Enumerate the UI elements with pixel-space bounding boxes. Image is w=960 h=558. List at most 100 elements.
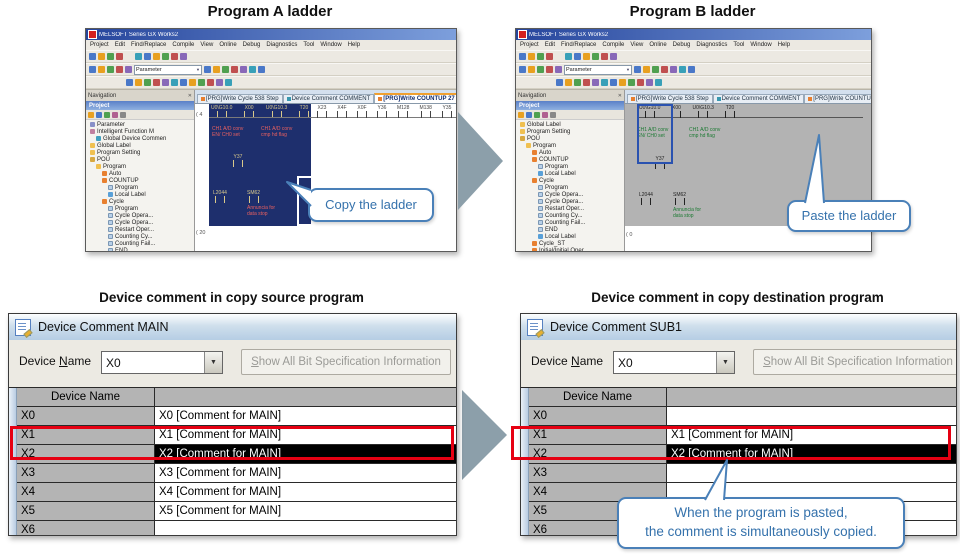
toolbar-icon[interactable]: [171, 79, 178, 86]
toolbar-icon[interactable]: [240, 66, 247, 73]
tree-item[interactable]: Restart Oper...: [518, 205, 624, 212]
toolbar-icon[interactable]: [180, 53, 187, 60]
comment-column-header[interactable]: [667, 388, 956, 406]
menu-item[interactable]: Tool: [733, 42, 745, 48]
toolbar-icon[interactable]: [258, 66, 265, 73]
close-icon[interactable]: ✕: [187, 92, 192, 99]
tree-item[interactable]: Program: [88, 163, 194, 170]
toolbar-icon[interactable]: [189, 79, 196, 86]
comment-cell[interactable]: X1 [Comment for MAIN]: [155, 426, 456, 444]
tree-item[interactable]: END: [88, 247, 194, 251]
device-name-combobox[interactable]: X0 ▼: [613, 351, 735, 374]
toolbar-icon[interactable]: [556, 79, 563, 86]
ladder-contact[interactable]: M138: [419, 105, 432, 118]
toolbar-icon[interactable]: [583, 53, 590, 60]
toolbar-icon[interactable]: [171, 53, 178, 60]
toolbar-icon[interactable]: [619, 79, 626, 86]
tree-item[interactable]: Counting Cy...: [88, 233, 194, 240]
toolbar-icon[interactable]: [207, 79, 214, 86]
nav-toolbar-icon[interactable]: [534, 111, 540, 118]
nav-toolbar-icon[interactable]: [88, 111, 94, 118]
nav-toolbar-icon[interactable]: [550, 111, 556, 118]
tree-item[interactable]: Program Setting: [518, 128, 624, 135]
tree-item[interactable]: Program: [88, 205, 194, 212]
menu-item[interactable]: Compile: [172, 42, 195, 48]
toolbar-icon[interactable]: [555, 66, 562, 73]
toolbar-icon[interactable]: [222, 66, 229, 73]
tree-item[interactable]: Counting Cy...: [518, 212, 624, 219]
menu-item[interactable]: Project: [90, 42, 109, 48]
menu-item[interactable]: Help: [777, 42, 791, 48]
table-row[interactable]: X3: [529, 464, 956, 483]
toolbar-icon[interactable]: [116, 66, 123, 73]
toolbar-icon[interactable]: [574, 53, 581, 60]
toolbar-icon[interactable]: [652, 66, 659, 73]
editor-tab[interactable]: [PRG]Write Cycle 538 Step: [627, 94, 713, 103]
toolbar-icon[interactable]: [670, 66, 677, 73]
tree-item[interactable]: Program: [518, 184, 624, 191]
nav-toolbar-icon[interactable]: [542, 111, 548, 118]
ladder-contact[interactable]: U0\G10.0: [211, 105, 232, 118]
toolbar-icon[interactable]: [249, 66, 256, 73]
ladder-contact[interactable]: X4F: [336, 105, 347, 118]
ladder-contact[interactable]: L2044: [213, 190, 227, 203]
device-name-cell[interactable]: X5: [17, 502, 155, 520]
tree-item[interactable]: COUNTUP: [88, 177, 194, 184]
toolbar-icon[interactable]: [592, 79, 599, 86]
row-selector-strip[interactable]: [9, 388, 17, 535]
toolbar-icon[interactable]: [144, 79, 151, 86]
toolbar-icon[interactable]: [107, 66, 114, 73]
menu-item[interactable]: Find/Replace: [131, 42, 167, 48]
open-icon[interactable]: [528, 53, 535, 60]
toolbar-icon[interactable]: [180, 79, 187, 86]
toolbar-icon[interactable]: [546, 66, 553, 73]
show-all-bit-button[interactable]: Show All Bit Specification Information: [241, 349, 451, 375]
tree-item[interactable]: END: [518, 226, 624, 233]
toolbar-icon[interactable]: [528, 66, 535, 73]
editor-tab[interactable]: [PRG]Write Cycle 538 Step: [197, 94, 283, 103]
menu-item[interactable]: Window: [320, 42, 342, 48]
nav-toolbar-icon[interactable]: [518, 111, 524, 118]
toolbar-icon[interactable]: [601, 79, 608, 86]
toolbar-icon[interactable]: [610, 79, 617, 86]
menu-item[interactable]: Help: [347, 42, 361, 48]
nav-toolbar-icon[interactable]: [526, 111, 532, 118]
table-row[interactable]: X1 X1 [Comment for MAIN]: [529, 426, 956, 445]
table-row[interactable]: X4 X4 [Comment for MAIN]: [17, 483, 456, 502]
device-name-cell[interactable]: X4: [17, 483, 155, 501]
menu-item[interactable]: View: [200, 42, 214, 48]
ladder-contact[interactable]: U0\G10.3: [266, 105, 287, 118]
comment-cell[interactable]: [155, 521, 456, 535]
toolbar-icon[interactable]: [153, 79, 160, 86]
toolbar-icon[interactable]: [162, 79, 169, 86]
nav-toolbar-icon[interactable]: [120, 111, 126, 118]
toolbar-icon[interactable]: [216, 79, 223, 86]
tree-item[interactable]: Counting Fail...: [518, 219, 624, 226]
menu-item[interactable]: Edit: [114, 42, 126, 48]
tree-item[interactable]: Local Label: [88, 191, 194, 198]
toolbar-icon[interactable]: [198, 79, 205, 86]
nav-toolbar-icon[interactable]: [104, 111, 110, 118]
ladder-contact[interactable]: M128: [397, 105, 409, 118]
gx-titlebar[interactable]: MELSOFT Series GX Works2: [86, 29, 456, 40]
tree-item[interactable]: Cycle: [518, 177, 624, 184]
ladder-contact[interactable]: SM62: [247, 190, 260, 203]
ladder-contact[interactable]: SM62: [673, 192, 686, 205]
parameter-combobox[interactable]: Parameter▼: [134, 64, 202, 75]
toolbar-icon[interactable]: [646, 79, 653, 86]
toolbar-icon[interactable]: [519, 66, 526, 73]
ladder-contact[interactable]: Y35: [441, 105, 452, 118]
table-row[interactable]: X0 X0 [Comment for MAIN]: [17, 407, 456, 426]
ladder-contact[interactable]: X0F: [356, 105, 367, 118]
tree-item[interactable]: POU: [88, 156, 194, 163]
toolbar-icon[interactable]: [89, 66, 96, 73]
tree-item[interactable]: Cycle Opera...: [518, 198, 624, 205]
comment-cell[interactable]: [667, 407, 956, 425]
comment-cell[interactable]: [667, 464, 956, 482]
ladder-contact[interactable]: U0\G10.0: [639, 105, 660, 118]
new-icon[interactable]: [519, 53, 526, 60]
toolbar-icon[interactable]: [546, 53, 553, 60]
menu-item[interactable]: Project: [520, 42, 539, 48]
